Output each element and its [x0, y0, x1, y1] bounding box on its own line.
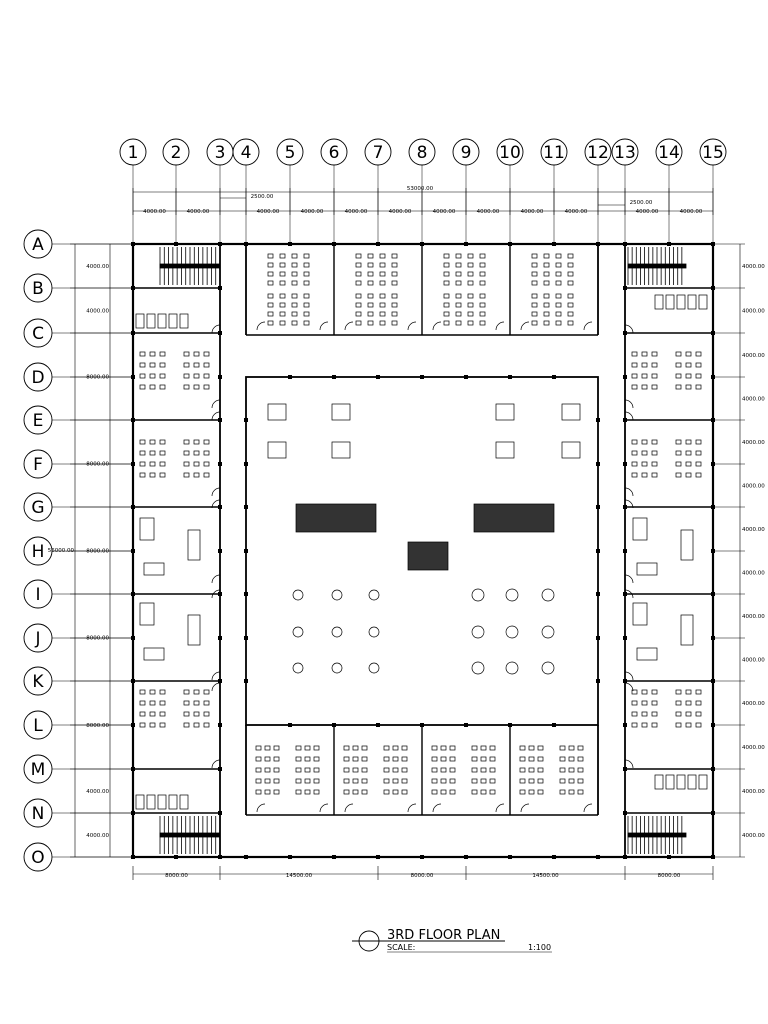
- column-label: 3: [215, 143, 226, 163]
- dimension-value: 4000.00: [680, 209, 703, 215]
- dimension-value: 4000.00: [257, 209, 280, 215]
- dimension-value: 4000.00: [86, 789, 109, 795]
- dimension-value: 8000.00: [411, 873, 434, 879]
- dimension-value: 56000.00: [48, 548, 75, 554]
- title-block: 3RD FLOOR PLAN SCALE: 1:100: [352, 928, 552, 953]
- column-label: 4: [241, 143, 252, 163]
- dimension-value: 4000.00: [301, 209, 324, 215]
- dimension-value: 4000.00: [742, 571, 765, 577]
- column-label: 12: [587, 143, 609, 163]
- furniture-layout: [135, 253, 708, 810]
- dimension-value: 4000.00: [742, 309, 765, 315]
- dimension-value: 4000.00: [742, 789, 765, 795]
- column-label: 9: [461, 143, 472, 163]
- column-label: 14: [658, 143, 680, 163]
- structural-columns: [131, 242, 715, 859]
- dimension-value: 4000.00: [86, 833, 109, 839]
- row-label: L: [33, 716, 43, 736]
- row-bubble-A: A: [23, 229, 133, 259]
- column-label: 8: [417, 143, 428, 163]
- dimension-value: 4000.00: [742, 614, 765, 620]
- column-label: 1: [128, 143, 139, 163]
- dimension-value: 8000.00: [658, 873, 681, 879]
- column-label: 7: [373, 143, 384, 163]
- dimension-value: 4000.00: [389, 209, 412, 215]
- row-label: A: [32, 235, 44, 255]
- dimension-value: 8000.00: [86, 636, 109, 642]
- row-label: E: [33, 411, 44, 431]
- dimension-value: 4000.00: [521, 209, 544, 215]
- dimension-value: 4000.00: [345, 209, 368, 215]
- row-bubble-O: O: [23, 842, 133, 872]
- row-label: K: [32, 672, 44, 692]
- dimension-value: 4000.00: [742, 527, 765, 533]
- dimension-value: 4000.00: [187, 209, 210, 215]
- dimension-value: 4000.00: [742, 353, 765, 359]
- row-label: C: [32, 324, 44, 344]
- dimension-value: 8000.00: [86, 375, 109, 381]
- row-label: J: [34, 629, 40, 649]
- dimension-value: 14500.00: [286, 873, 313, 879]
- dimension-value: 4000.00: [477, 209, 500, 215]
- column-label: 2: [171, 143, 182, 163]
- dimension-value: 4000.00: [86, 264, 109, 270]
- dimension-value: 4000.00: [636, 209, 659, 215]
- row-label: M: [31, 760, 46, 780]
- dimension-value: 4000.00: [742, 484, 765, 490]
- column-bubble-11: 11: [540, 138, 568, 244]
- dimension-lines: 53000.00 2500.00 2500.00 4000.00 4000.00 4000…: [48, 186, 765, 880]
- dimension-value: 8000.00: [86, 462, 109, 468]
- row-label: O: [31, 848, 44, 868]
- column-bubble-10: 10: [496, 138, 524, 244]
- column-label: 5: [285, 143, 296, 163]
- dimension-value: 4000.00: [433, 209, 456, 215]
- door-swings: [211, 321, 634, 813]
- drawing-title: 3RD FLOOR PLAN: [387, 928, 500, 943]
- dimension-value: 4000.00: [742, 833, 765, 839]
- row-label: H: [32, 542, 45, 562]
- room-partitions: [133, 244, 713, 815]
- row-label: B: [32, 279, 44, 299]
- row-label: F: [33, 455, 43, 475]
- column-bubble-12: 12: [584, 138, 612, 244]
- dimension-value: 4000.00: [742, 658, 765, 664]
- dimension-value: 8000.00: [165, 873, 188, 879]
- dimension-value: 4000.00: [742, 745, 765, 751]
- scale-value: 1:100: [528, 943, 551, 952]
- dimension-value: 8000.00: [86, 549, 109, 555]
- dimension-value: 4000.00: [742, 701, 765, 707]
- dimension-value: 4000.00: [86, 309, 109, 315]
- dimension-value: 4000.00: [742, 440, 765, 446]
- row-grid-bubbles: A B C D E F G H I J K L M N O: [23, 229, 133, 872]
- row-label: N: [32, 804, 45, 824]
- column-bubble-14: 14: [655, 138, 683, 244]
- dimension-value: 4000.00: [742, 264, 765, 270]
- column-label: 11: [543, 143, 565, 163]
- column-label: 15: [702, 143, 724, 163]
- dimension-value: 4000.00: [565, 209, 588, 215]
- column-label: 6: [329, 143, 340, 163]
- row-label: I: [35, 585, 40, 605]
- row-label: G: [31, 498, 44, 518]
- dimension-value: 4000.00: [143, 209, 166, 215]
- dimension-value: 14500.00: [532, 873, 559, 879]
- dimension-value: 53000.00: [407, 186, 434, 192]
- dimension-value: 2500.00: [630, 200, 653, 206]
- row-label: D: [31, 368, 44, 388]
- column-label: 10: [499, 143, 521, 163]
- stairs: [159, 247, 687, 854]
- dimension-value: 2500.00: [251, 194, 274, 200]
- column-label: 13: [614, 143, 636, 163]
- scale-label: SCALE:: [387, 943, 415, 952]
- dimension-value: 4000.00: [742, 397, 765, 403]
- dimension-value: 8000.00: [86, 723, 109, 729]
